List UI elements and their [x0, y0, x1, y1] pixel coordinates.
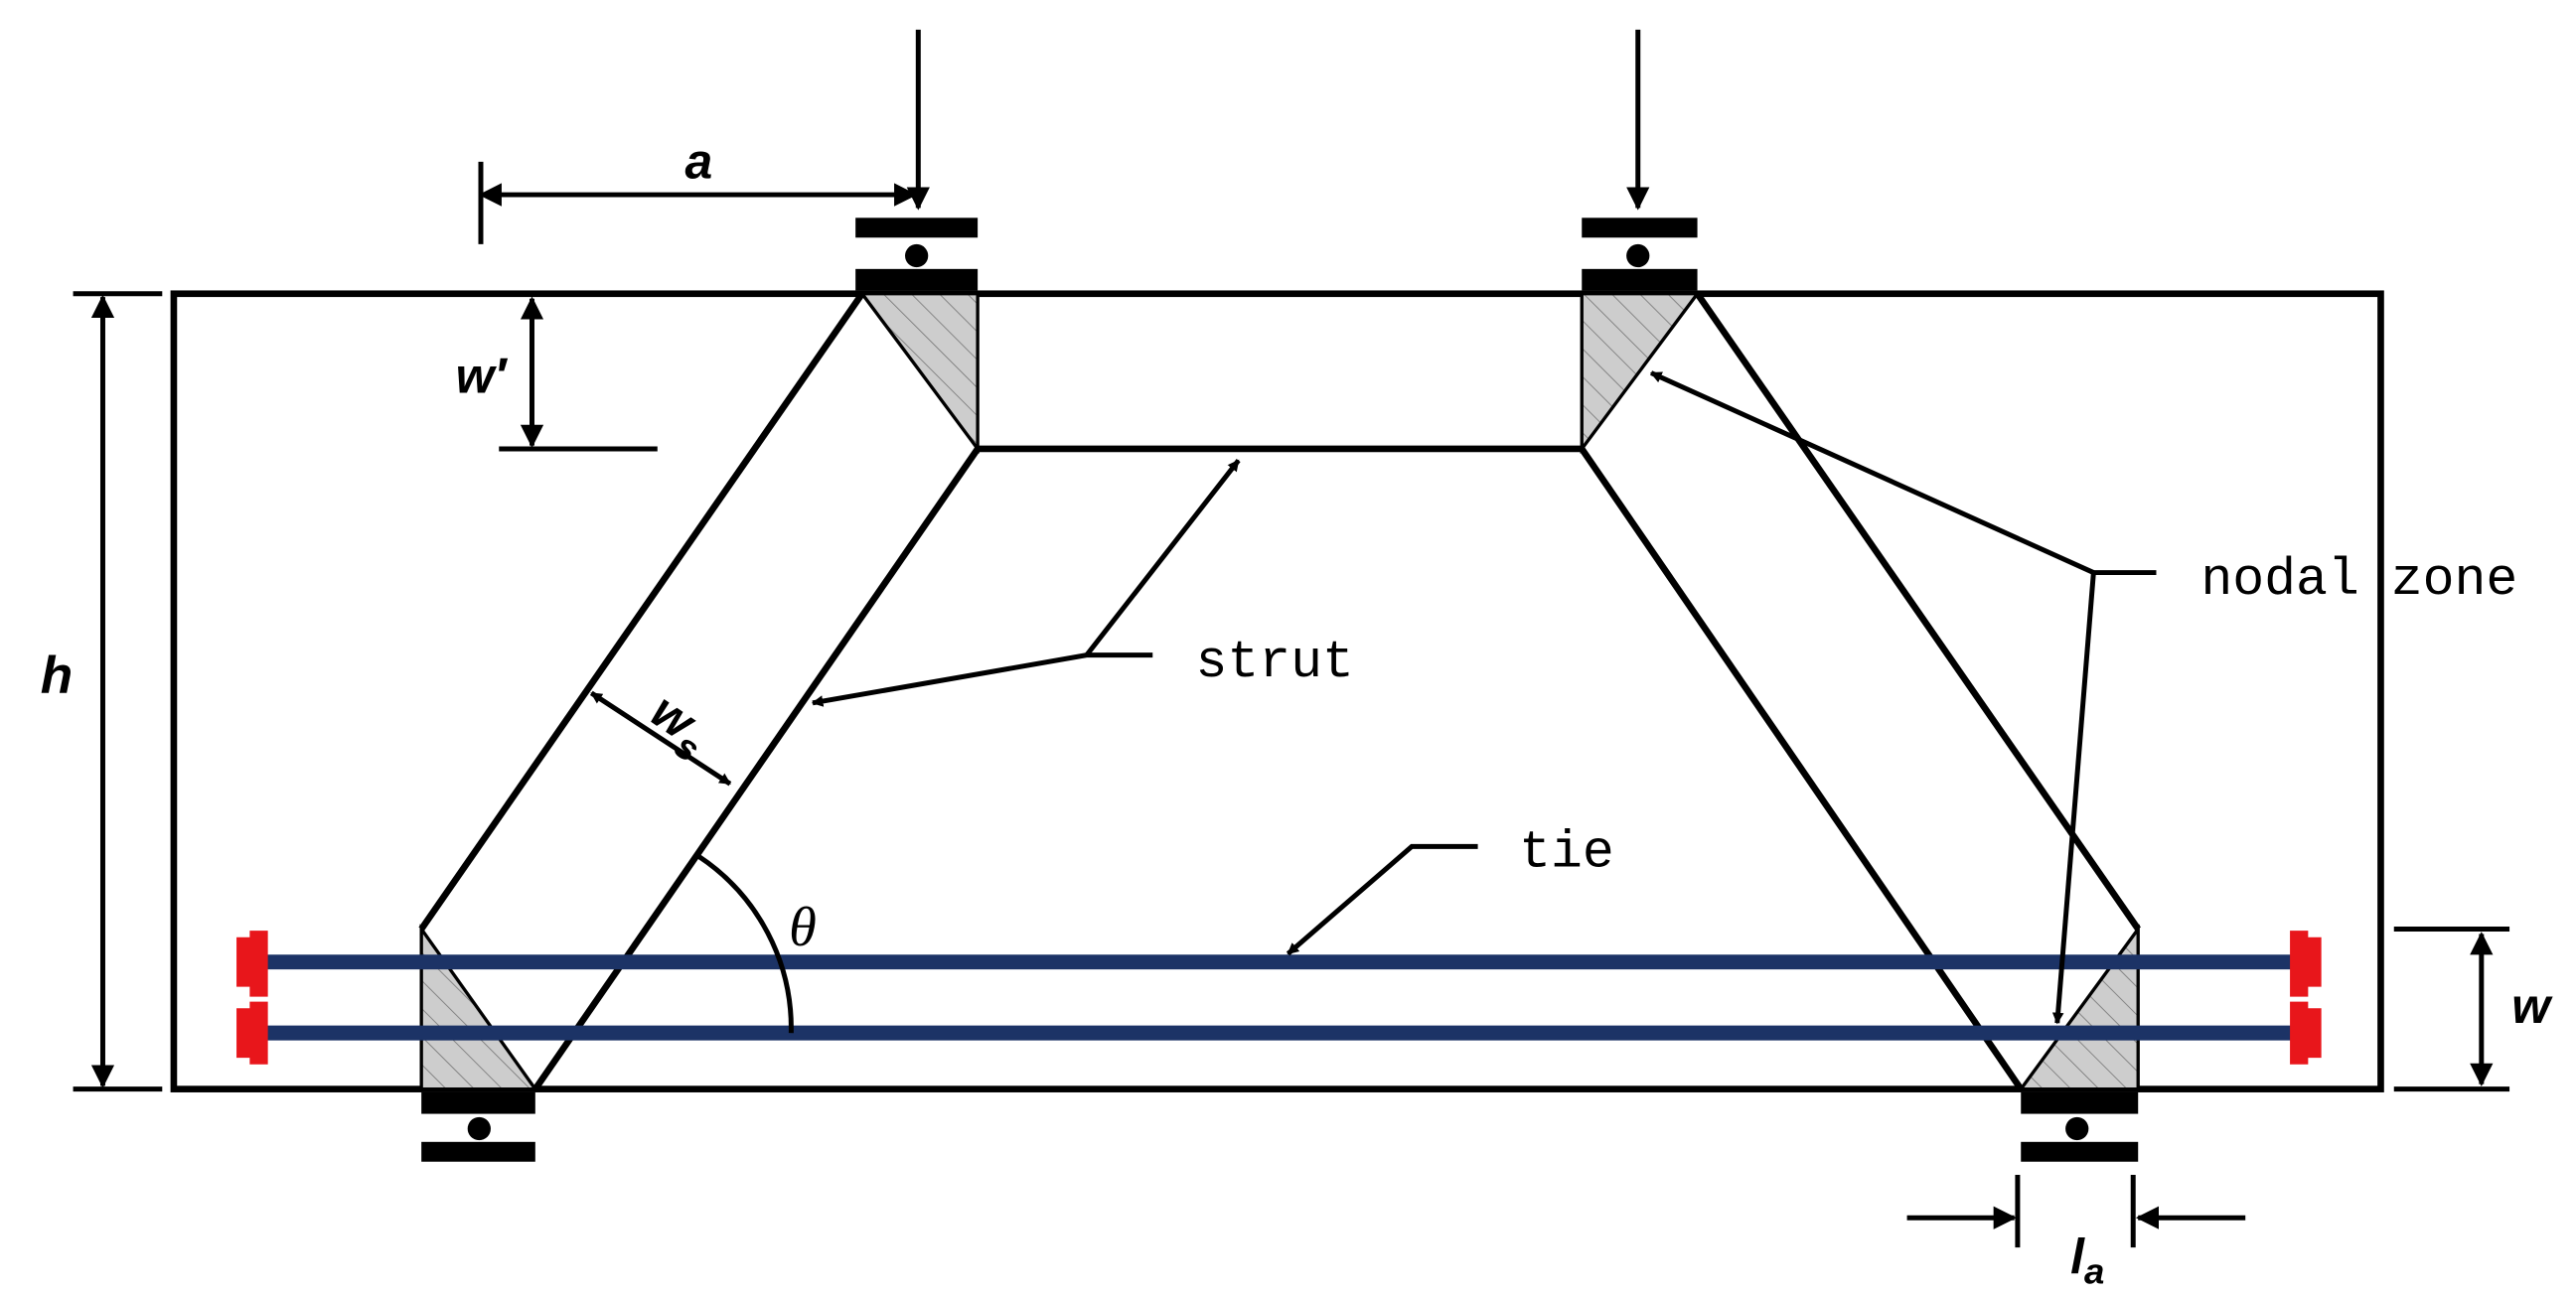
label-nodal-zone: nodal zone	[2200, 550, 2517, 610]
dimension-h	[73, 291, 163, 1092]
label-strut: strut	[1195, 633, 1354, 692]
load-point-left	[855, 29, 979, 291]
nodal-zone-top-left	[858, 292, 980, 454]
callout-strut	[811, 459, 1241, 707]
dimension-a	[478, 161, 918, 244]
dimension-la	[1906, 1175, 2246, 1248]
nodal-zone-bottom-left	[419, 924, 539, 1091]
callout-nodal-zone	[1649, 370, 2157, 1025]
label-h: h	[41, 647, 73, 705]
anchor-right-lower	[2290, 1001, 2322, 1065]
left-strut-outer-edge	[418, 291, 865, 932]
nodal-zone-top-right	[1580, 292, 1701, 454]
support-left	[421, 1091, 535, 1162]
right-strut-inner-edge	[1579, 447, 2024, 1091]
dimension-w-prime	[499, 296, 658, 452]
tie-bars	[264, 954, 2296, 1041]
label-w-prime: w′	[456, 348, 509, 403]
left-strut-inner-edge	[532, 447, 981, 1091]
label-w: w	[2511, 978, 2553, 1034]
label-ws: ws	[636, 682, 721, 770]
anchor-right-upper	[2290, 931, 2322, 997]
struts	[418, 291, 2141, 1091]
beam-outline	[170, 290, 2384, 1092]
label-a: a	[684, 133, 712, 189]
label-theta: θ	[789, 897, 817, 958]
callout-tie	[1286, 843, 1478, 956]
angle-theta-arc	[696, 854, 794, 1034]
anchor-plates	[236, 931, 2322, 1065]
anchor-left-lower	[236, 1001, 268, 1065]
load-point-right	[1582, 29, 1698, 291]
nodal-zone-bottom-right	[2017, 924, 2140, 1091]
dimension-w	[2393, 926, 2510, 1092]
label-la: la	[2070, 1229, 2104, 1292]
label-tie: tie	[1519, 822, 1614, 882]
right-strut-outer-edge	[1694, 291, 2141, 932]
dimension-ws	[589, 690, 732, 787]
support-right	[2021, 1091, 2139, 1162]
anchor-left-upper	[236, 931, 268, 997]
